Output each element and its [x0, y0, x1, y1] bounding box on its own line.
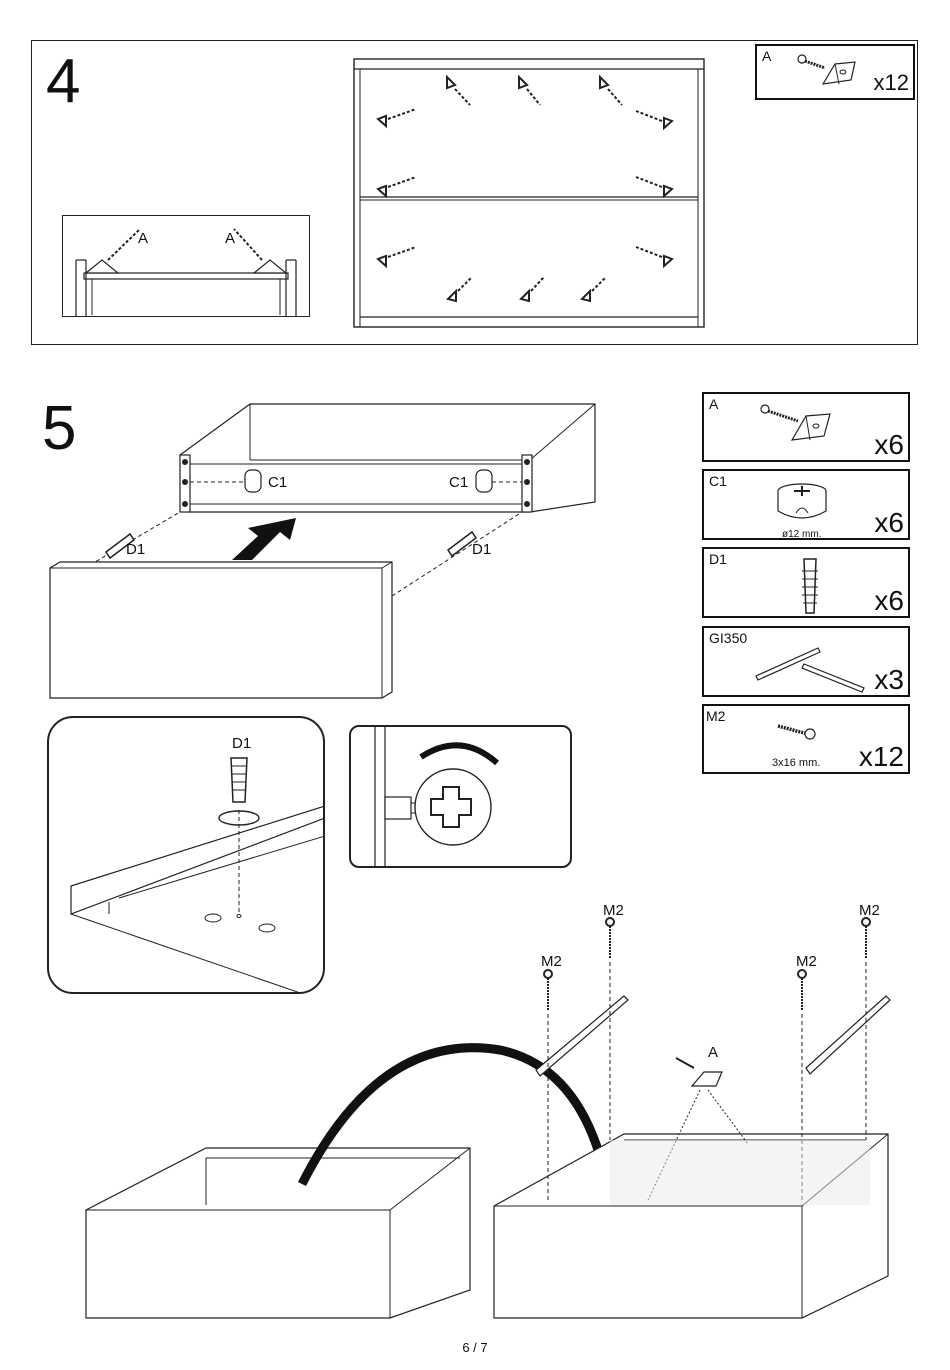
cam-detail-panel	[349, 725, 572, 868]
runner-assembly-drawing	[80, 900, 895, 1330]
wood-screw-icon	[776, 720, 816, 742]
label-m2-4: M2	[796, 954, 817, 970]
page-number: 6 / 7	[0, 1340, 950, 1355]
part-qty: x6	[874, 586, 904, 616]
cabinet-frame-drawing	[354, 59, 704, 327]
cam-detail-drawing	[351, 727, 572, 868]
step-4-panel: 4 A A	[31, 40, 918, 345]
part-code: D1	[709, 551, 727, 567]
part-box-c1: C1 ø12 mm. x6	[702, 469, 910, 540]
label-m2-1: M2	[603, 903, 624, 919]
part-code: M2	[706, 708, 725, 724]
label-c1-right: C1	[449, 475, 468, 491]
part-box-m2: M2 3x16 mm. x12	[702, 704, 910, 774]
part-qty: x12	[874, 68, 909, 98]
label-d1-right: D1	[472, 542, 491, 558]
wood-screw-icon	[544, 918, 870, 1010]
drawer-runner-icon	[536, 996, 890, 1076]
arrow-icon	[232, 518, 296, 560]
bracket-label-right: A	[225, 231, 235, 247]
label-c1-left: C1	[268, 475, 287, 491]
part-code: GI350	[709, 630, 747, 646]
drawer-runner-icon	[754, 636, 874, 696]
part-code: A	[709, 396, 718, 412]
label-a: A	[708, 1045, 718, 1061]
corner-bracket-icon	[790, 412, 832, 446]
part-qty: x12	[859, 742, 904, 772]
label-m2-2: M2	[859, 903, 880, 919]
part-box-gi350: GI350 x3	[702, 626, 910, 697]
part-qty: x3	[874, 665, 904, 695]
part-box-d1: D1 x6	[702, 547, 910, 618]
detail-d1-label: D1	[232, 736, 251, 752]
label-m2-3: M2	[541, 954, 562, 970]
part-code: A	[762, 48, 771, 64]
part-qty: x6	[874, 508, 904, 538]
bracket-detail-drawing	[62, 215, 310, 317]
part-size: ø12 mm.	[782, 529, 821, 540]
step-4-number: 4	[46, 51, 80, 113]
label-d1-left: D1	[126, 542, 145, 558]
corner-bracket-icon	[821, 60, 857, 88]
dowel-icon	[800, 555, 820, 615]
part-box-a-step4: A x12	[755, 44, 915, 100]
part-size: 3x16 mm.	[772, 757, 820, 769]
part-qty: x6	[874, 430, 904, 460]
part-code: C1	[709, 473, 727, 489]
part-box-a: A x6	[702, 392, 910, 462]
bracket-label-left: A	[138, 231, 148, 247]
corner-bracket-icon	[692, 1072, 722, 1086]
cam-lock-icon	[776, 483, 828, 523]
